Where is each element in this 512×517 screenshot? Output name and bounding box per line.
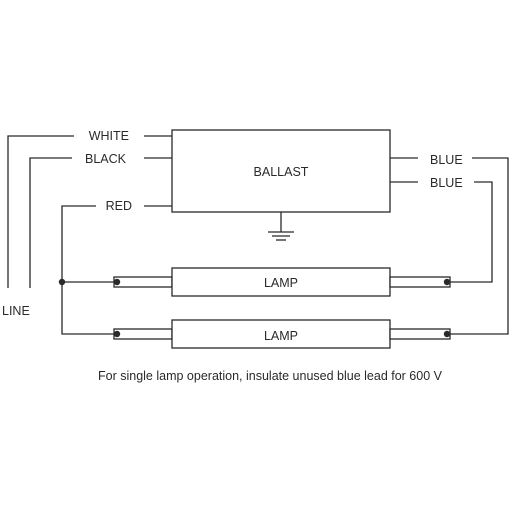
lamp-1-label: LAMP	[264, 276, 298, 290]
wire-white-line	[7, 135, 74, 288]
ground-icon	[268, 212, 294, 241]
line-label: LINE	[2, 304, 30, 318]
lamp-2-label: LAMP	[264, 329, 298, 343]
lamp-1: LAMP	[113, 267, 451, 297]
wire-blue-top-lamp2	[450, 157, 509, 335]
wire-black-line	[29, 157, 72, 288]
wire-label-black: BLACK	[85, 152, 127, 166]
junction-dot-icon	[58, 278, 66, 286]
footer-note: For single lamp operation, insulate unus…	[98, 369, 443, 383]
lamp-2: LAMP	[113, 319, 451, 349]
ballast-label: BALLAST	[254, 165, 309, 179]
junction-dot-icon	[443, 330, 451, 338]
wire-label-white: WHITE	[89, 129, 129, 143]
junction-dot-icon	[443, 278, 451, 286]
wire-red-lamps	[61, 205, 114, 335]
wire-label-blue-bottom: BLUE	[430, 176, 463, 190]
junction-dot-icon	[113, 278, 121, 286]
wire-label-red: RED	[106, 199, 132, 213]
junction-dot-icon	[113, 330, 121, 338]
ballast-box	[171, 129, 391, 213]
wire-blue-bottom-lamp1	[450, 181, 493, 283]
wire-label-blue-top: BLUE	[430, 153, 463, 167]
